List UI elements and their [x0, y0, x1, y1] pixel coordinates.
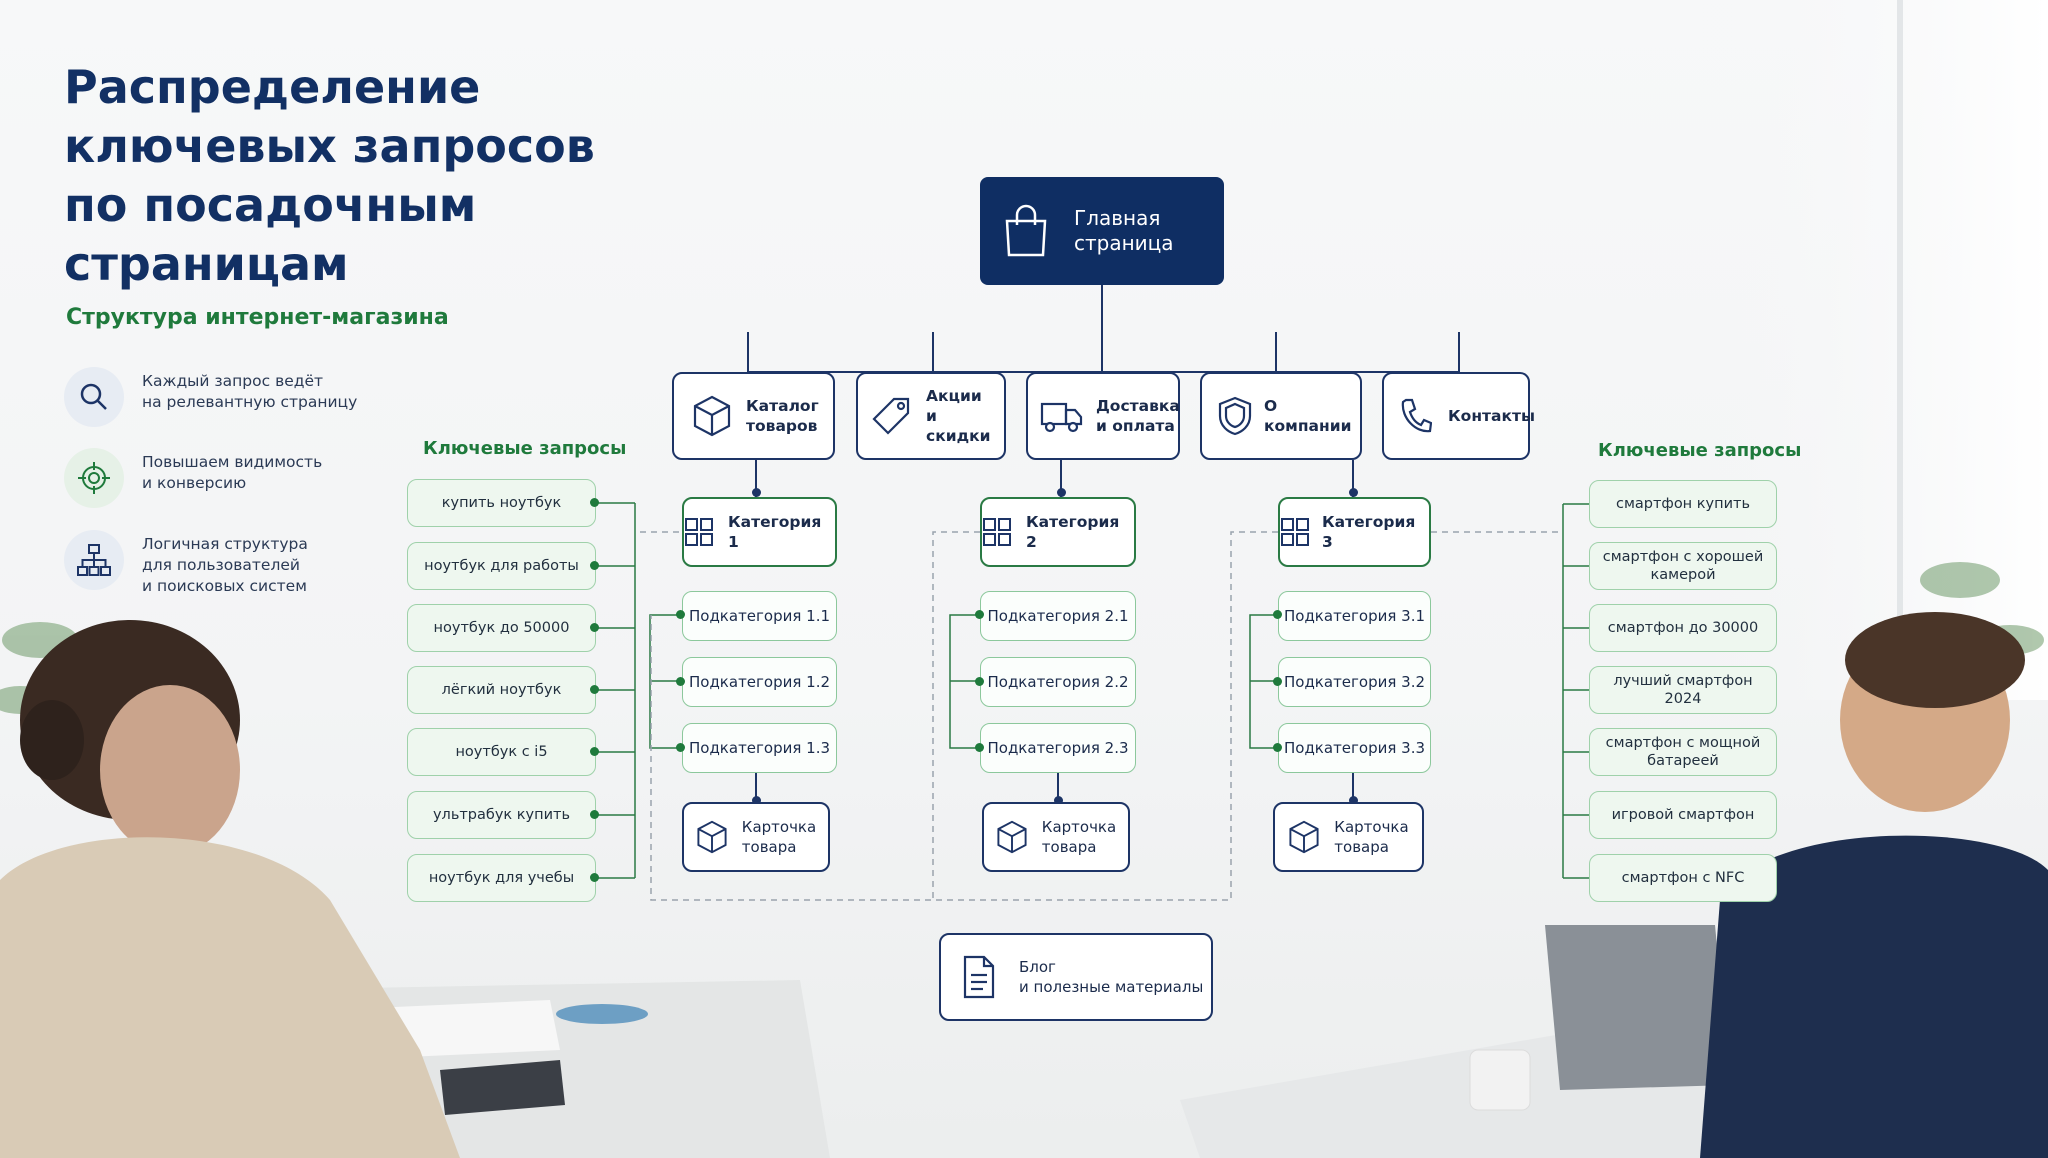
subcategory-3-3[interactable]: Подкатегория 3.3 [1278, 723, 1431, 773]
connector-dot [1054, 796, 1063, 805]
keyword-left-6[interactable]: ультрабук купить [407, 791, 596, 839]
connector-dot [1349, 796, 1358, 805]
feature-text: Повышаем видимость и конверсию [142, 453, 323, 492]
category-2[interactable]: Категория 2 [980, 497, 1136, 567]
keyword-right-7[interactable]: смартфон с NFC [1589, 854, 1777, 902]
blog-node[interactable]: Блог и полезные материалы [939, 933, 1213, 1021]
document-icon [963, 955, 995, 999]
subcategory-2-3[interactable]: Подкатегория 2.3 [980, 723, 1136, 773]
connector-dot [1349, 488, 1358, 497]
keywords-right-title: Ключевые запросы [1598, 440, 1802, 461]
shopping-bag-icon [1002, 203, 1050, 259]
grid-icon [684, 517, 714, 547]
connector-dot [975, 677, 984, 686]
box-icon [996, 820, 1028, 854]
subcategory-3-1[interactable]: Подкатегория 3.1 [1278, 591, 1431, 641]
connector-dot [752, 488, 761, 497]
connector-dot [1273, 677, 1282, 686]
section-promotions[interactable]: Акции и скидки [856, 372, 1006, 460]
connector-dot [676, 610, 685, 619]
keyword-right-2[interactable]: смартфон с хорошей камерой [1589, 542, 1777, 590]
subcategory-1-1[interactable]: Подкатегория 1.1 [682, 591, 837, 641]
subcategory-2-2[interactable]: Подкатегория 2.2 [980, 657, 1136, 707]
phone-icon [1400, 398, 1432, 434]
keyword-right-3[interactable]: смартфон до 30000 [1589, 604, 1777, 652]
shield-icon [1218, 396, 1252, 436]
truck-icon [1040, 398, 1084, 434]
grid-icon [1280, 517, 1310, 547]
category-1[interactable]: Категория 1 [682, 497, 837, 567]
section-contacts[interactable]: Контакты [1382, 372, 1535, 460]
product-card-1[interactable]: Карточка товара [682, 802, 830, 872]
section-about[interactable]: О компании [1200, 372, 1362, 460]
target-icon [64, 448, 124, 508]
connector-dot [590, 810, 599, 819]
connector-dot [975, 743, 984, 752]
root-label: Главная страница [1074, 206, 1174, 255]
feature-text: Каждый запрос ведёт на релевантную стран… [142, 372, 358, 411]
feature-relevance: Каждый запрос ведёт на релевантную стран… [64, 367, 484, 431]
keyword-right-5[interactable]: смартфон с мощной батареей [1589, 728, 1777, 776]
box-icon [1288, 820, 1320, 854]
tag-icon [872, 395, 912, 437]
box-icon [696, 820, 728, 854]
subcategory-2-1[interactable]: Подкатегория 2.1 [980, 591, 1136, 641]
connector-dot [752, 796, 761, 805]
connector-dot [590, 623, 599, 632]
search-icon [64, 367, 124, 427]
connector-dot [975, 610, 984, 619]
keyword-left-2[interactable]: ноутбук для работы [407, 542, 596, 590]
feature-visibility: Повышаем видимость и конверсию [64, 448, 484, 512]
root-node-home[interactable]: Главная страница [980, 177, 1224, 285]
connector-dot [1273, 610, 1282, 619]
box-icon [692, 395, 732, 437]
subcategory-3-2[interactable]: Подкатегория 3.2 [1278, 657, 1431, 707]
feature-structure: Логичная структура для пользователей и п… [64, 530, 484, 595]
connector-dot [590, 747, 599, 756]
subcategory-1-2[interactable]: Подкатегория 1.2 [682, 657, 837, 707]
page-title: Распределение ключевых запросов по посад… [64, 60, 595, 291]
category-3[interactable]: Категория 3 [1278, 497, 1431, 567]
connector-dot [676, 677, 685, 686]
keyword-left-7[interactable]: ноутбук для учебы [407, 854, 596, 902]
keywords-left-title: Ключевые запросы [423, 438, 627, 459]
grid-icon [982, 517, 1012, 547]
keyword-right-6[interactable]: игровой смартфон [1589, 791, 1777, 839]
connector-dot [1273, 743, 1282, 752]
keyword-left-5[interactable]: ноутбук с i5 [407, 728, 596, 776]
connector-dot [590, 561, 599, 570]
product-card-3[interactable]: Карточка товара [1273, 802, 1424, 872]
product-card-2[interactable]: Карточка товара [982, 802, 1130, 872]
keyword-left-3[interactable]: ноутбук до 50000 [407, 604, 596, 652]
section-delivery[interactable]: Доставка и оплата [1026, 372, 1180, 460]
sitemap-icon [64, 530, 124, 590]
keyword-right-4[interactable]: лучший смартфон 2024 [1589, 666, 1777, 714]
section-catalog[interactable]: Каталог товаров [672, 372, 835, 460]
connector-dot [590, 685, 599, 694]
connector-dot [1057, 488, 1066, 497]
connector-dot [676, 743, 685, 752]
keyword-left-1[interactable]: купить ноутбук [407, 479, 596, 527]
connector-dot [590, 873, 599, 882]
feature-text: Логичная структура для пользователей и п… [142, 535, 308, 595]
page-subtitle: Структура интернет-магазина [66, 305, 449, 330]
keyword-left-4[interactable]: лёгкий ноутбук [407, 666, 596, 714]
subcategory-1-3[interactable]: Подкатегория 1.3 [682, 723, 837, 773]
connector-dot [590, 498, 599, 507]
keyword-right-1[interactable]: смартфон купить [1589, 480, 1777, 528]
